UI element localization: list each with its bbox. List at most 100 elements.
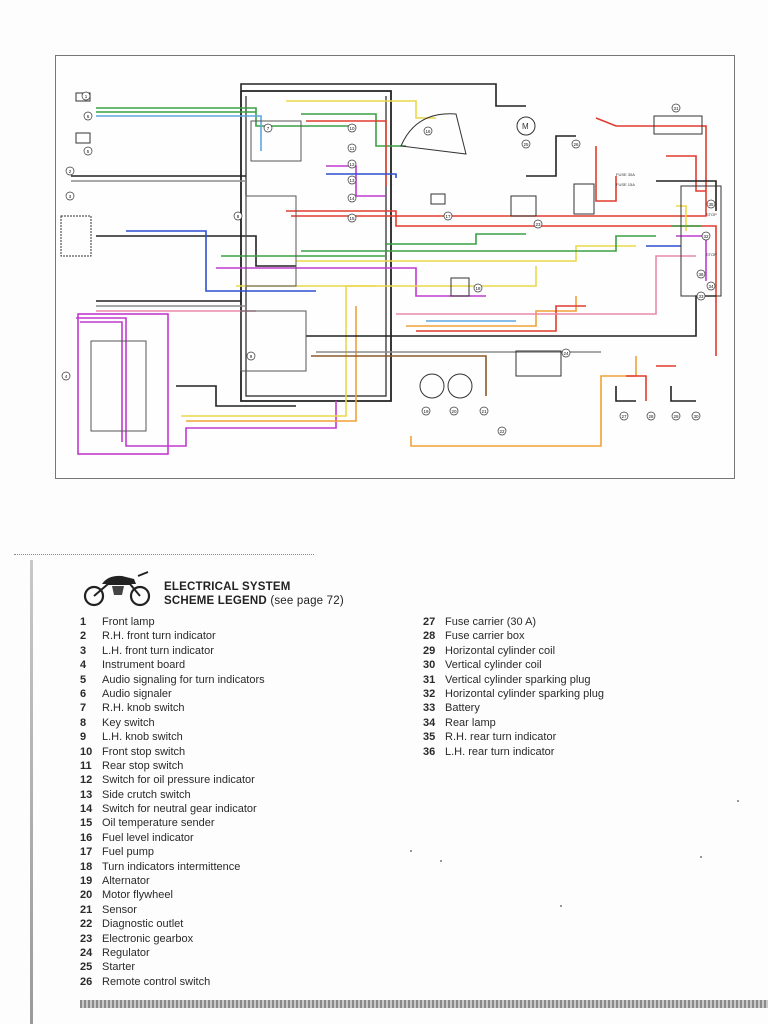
callout-number: 20 [451,409,457,414]
callout-35 [706,199,716,209]
legend-item-label: Switch for oil pressure indicator [102,774,255,787]
scan-speck [700,856,702,858]
legend-item-number: 30 [423,659,436,672]
wire-yellow [676,205,687,231]
callout-25 [521,139,531,149]
legend-item-label: Diagnostic outlet [102,918,184,931]
legend-item-label: Electronic gearbox [102,932,194,945]
legend-item-label: Horizontal cylinder coil [445,644,556,657]
wire-brown [311,355,487,396]
callout-number: 35 [708,202,714,207]
rear-lamp-label: STOP [706,252,717,257]
wire-green [96,107,356,127]
callout-number: 26 [573,142,579,147]
legend-item-number: 22 [80,918,93,931]
scan-edge [14,554,314,557]
wire-black [656,180,717,211]
legend-item-label: Instrument board [102,659,186,672]
component-rh-knob-switch [250,120,302,162]
component-fuel-tank [400,113,467,155]
callout-number: 5 [87,149,90,154]
legend-item: 30 Vertical cylinder coil [423,658,604,672]
legend-item-number: 29 [423,644,436,657]
scan-shadow [30,560,33,1024]
callout-16 [423,126,433,136]
callout-number: 19 [423,409,429,414]
callout-number: 2 [69,169,72,174]
callout-number: 36 [698,272,704,277]
legend-item-label: Vertical cylinder coil [445,659,542,672]
callout-29 [671,411,681,421]
wire-green [301,113,406,147]
callout-23 [533,219,543,229]
wire-yellow [286,100,436,119]
legend-item-number: 1 [80,616,87,628]
fuse-label: FUSE 15A [616,182,635,187]
legend-item-number: 27 [423,616,436,628]
legend-item-label: L.H. rear turn indicator [445,745,555,758]
callout-number: 25 [523,142,529,147]
component-horn [75,132,91,144]
callout-number: 21 [481,409,487,414]
callout-number: 18 [475,286,481,291]
legend-item-label: R.H. front turn indicator [102,630,216,643]
component-front-lamp [60,215,92,257]
callout-15 [347,213,357,223]
motor-label: M [522,122,529,131]
legend-item-label: Vertical cylinder sparking plug [445,673,591,686]
component-motor [516,116,536,136]
callout-1 [81,91,91,101]
legend-item-number: 31 [423,673,436,686]
motorcycle-icon [83,571,151,607]
callout-number: 9 [250,354,253,359]
callout-11 [347,143,357,153]
callout-number: 30 [693,414,699,419]
legend-item-number: 18 [80,860,93,873]
callout-number: 7 [267,126,270,131]
legend-item-number: 14 [80,803,93,816]
callout-27 [619,411,629,421]
wire-orange [186,306,357,422]
component-regulator [515,350,562,377]
wire-black [96,235,296,267]
legend-item-label: Fuel pump [102,846,154,859]
legend-item-number: 7 [80,702,87,715]
callout-30 [691,411,701,421]
component-fuse-box [573,183,595,215]
callout-number: 12 [349,162,355,167]
callout-20 [449,406,459,416]
legend-item-label: Sensor [102,903,137,916]
rear-lamp-label: STOP [706,212,717,217]
callout-number: 23 [535,222,541,227]
component-fuel-pump [430,193,446,205]
legend-item-number: 12 [80,774,93,787]
callout-number: 16 [425,129,431,134]
callout-number: 8 [237,214,240,219]
legend-item-number: 4 [80,659,87,672]
legend-item-number: 16 [80,831,93,844]
callout-5 [83,146,93,156]
callout-12 [347,159,357,169]
legend-item: 29 Horizontal cylinder coil [423,644,604,658]
callout-32 [701,231,711,241]
callout-14 [347,193,357,203]
legend-item-label: Battery [445,702,480,715]
callout-number: 22 [499,429,505,434]
component-instrument-board [77,313,169,455]
callout-8 [233,211,243,221]
callout-number: 3 [69,194,72,199]
